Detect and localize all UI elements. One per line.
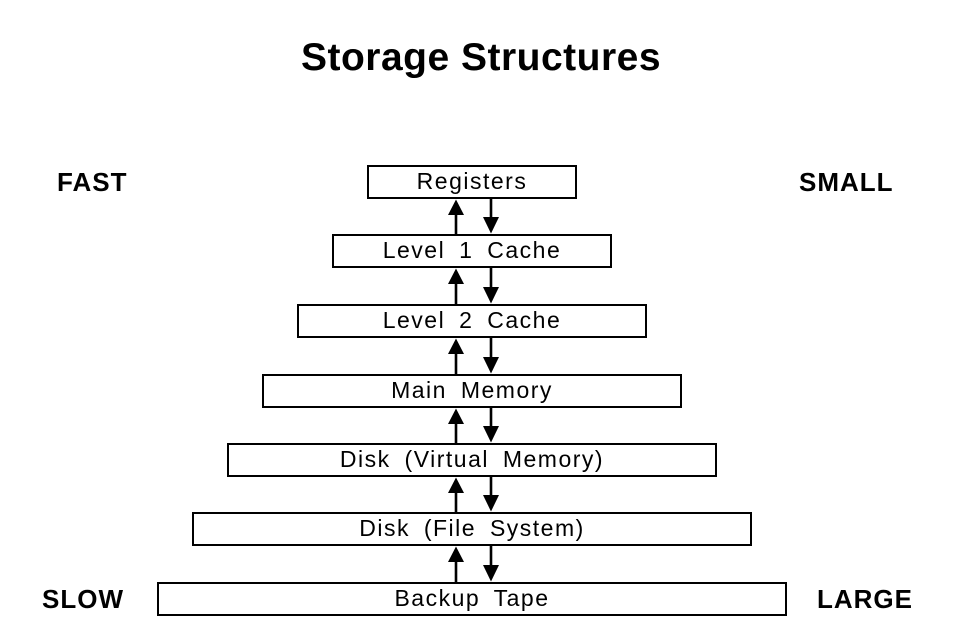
layer-box-backup-tape: Backup Tape xyxy=(157,582,787,616)
label-large: LARGE xyxy=(817,584,913,614)
layer-box-disk-file-system: Disk (File System) xyxy=(192,512,752,546)
flow-arrows-4 xyxy=(448,477,499,512)
down-arrow-icon xyxy=(483,477,499,512)
layer-box-main-memory: Main Memory xyxy=(262,374,682,408)
flow-arrows-3 xyxy=(448,408,499,443)
flow-arrows-1 xyxy=(448,268,499,304)
up-arrow-icon xyxy=(448,546,464,582)
up-arrow-icon xyxy=(448,408,464,443)
up-arrow-icon xyxy=(448,199,464,234)
down-arrow-icon xyxy=(483,268,499,304)
layer-box-level-1-cache: Level 1 Cache xyxy=(332,234,612,268)
up-arrow-icon xyxy=(448,338,464,374)
label-fast: FAST xyxy=(57,167,128,197)
flow-arrows-2 xyxy=(448,338,499,374)
up-arrow-icon xyxy=(448,268,464,304)
down-arrow-icon xyxy=(483,338,499,374)
flow-arrows-5 xyxy=(448,546,499,582)
down-arrow-icon xyxy=(483,546,499,582)
up-arrow-icon xyxy=(448,477,464,512)
down-arrow-icon xyxy=(483,408,499,443)
flow-arrows-0 xyxy=(448,199,499,234)
diagram-title: Storage Structures xyxy=(300,36,662,79)
label-small: SMALL xyxy=(799,167,894,197)
label-slow: SLOW xyxy=(42,584,124,614)
layer-box-disk-virtual-memory: Disk (Virtual Memory) xyxy=(227,443,717,477)
down-arrow-icon xyxy=(483,199,499,234)
layer-box-registers: Registers xyxy=(367,165,577,199)
layer-box-level-2-cache: Level 2 Cache xyxy=(297,304,647,338)
